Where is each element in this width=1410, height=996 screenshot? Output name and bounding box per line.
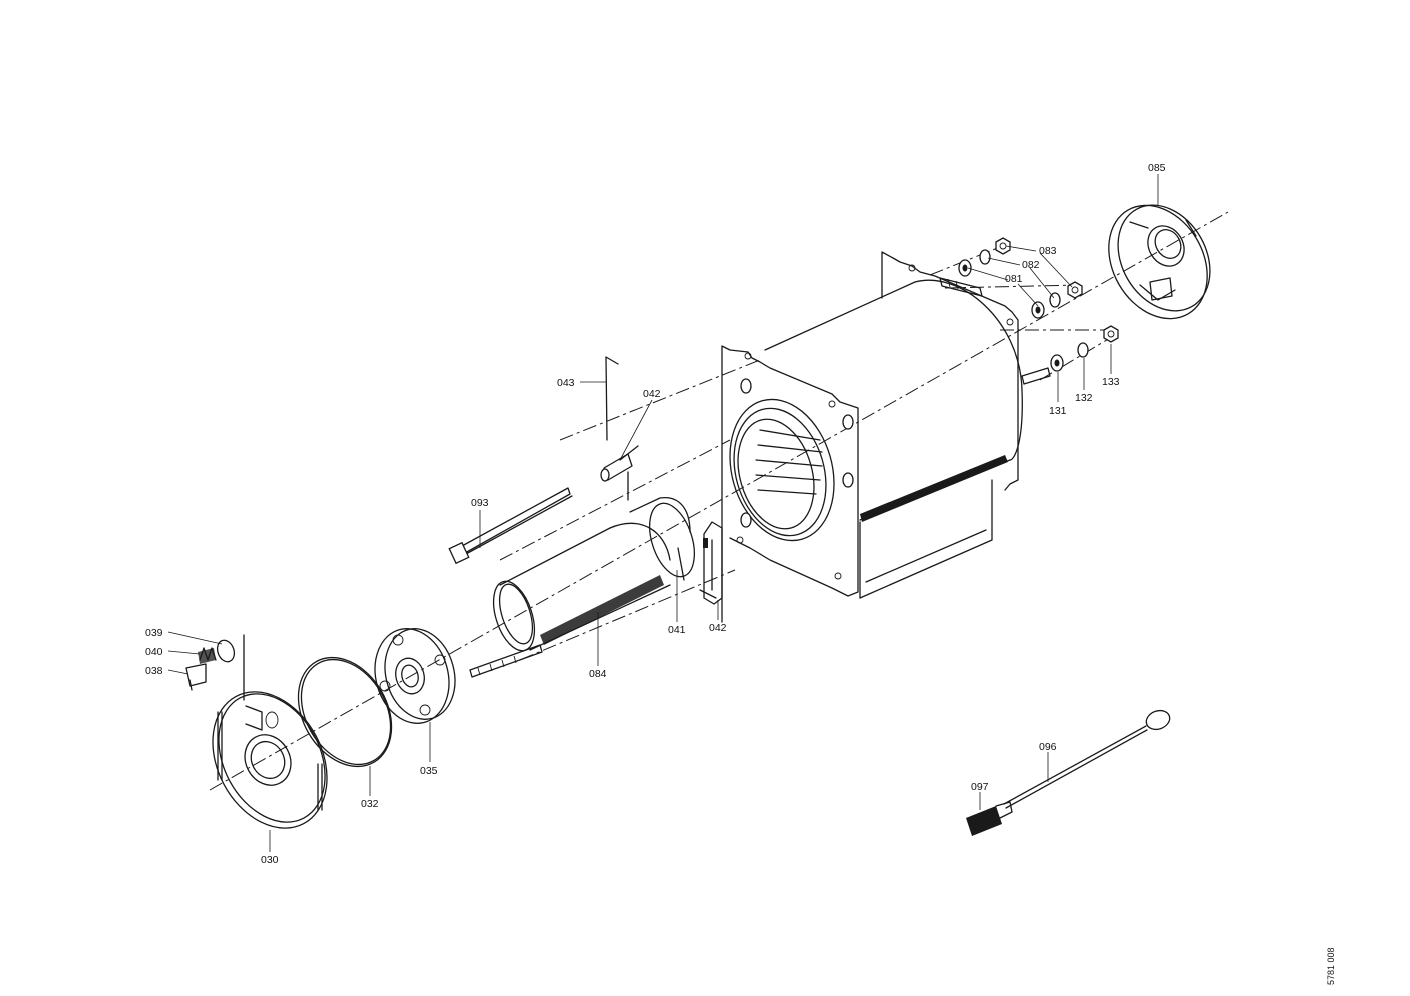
o-ring-part-032	[297, 656, 393, 768]
latch-part-038	[185, 663, 207, 691]
rear-cover-part-085	[1108, 204, 1211, 320]
label-082: 082	[1022, 259, 1040, 271]
label-030: 030	[261, 854, 279, 866]
main-housing	[721, 251, 1023, 623]
front-plate-part-030	[212, 634, 328, 829]
bracket-part-042-lower	[699, 521, 723, 605]
label-097: 097	[971, 781, 989, 793]
nut-part-083-upper	[995, 237, 1011, 255]
flame-tube-part-084	[469, 497, 696, 678]
circlip-part-039	[216, 639, 236, 663]
leader-lines	[167, 174, 1159, 852]
nut-part-133	[1103, 325, 1119, 343]
label-085: 085	[1148, 162, 1166, 174]
part-labels: 085 083 082 081 133 132 131 043 042 093 …	[145, 162, 1166, 866]
label-032: 032	[361, 798, 379, 810]
nut-part-081-upper	[958, 259, 972, 277]
bracket-part-042-upper	[600, 445, 639, 501]
label-133: 133	[1102, 376, 1120, 388]
label-043: 043	[557, 377, 575, 389]
clip-part-041	[677, 547, 685, 581]
label-084: 084	[589, 668, 607, 680]
flange-part-035	[374, 628, 456, 724]
hex-key-part-043	[605, 356, 619, 441]
label-083: 083	[1039, 245, 1057, 257]
nut-part-131	[1050, 354, 1064, 372]
label-035: 035	[420, 765, 438, 777]
washer-part-082-upper	[979, 249, 991, 265]
label-081: 081	[1005, 273, 1023, 285]
electrode-part-093	[448, 487, 573, 565]
label-041: 041	[668, 624, 686, 636]
brush-head-part-097	[966, 801, 1013, 836]
spring-part-040	[198, 647, 217, 664]
label-038: 038	[145, 665, 163, 677]
label-131: 131	[1049, 405, 1067, 417]
center-axes	[209, 211, 1229, 791]
washer-part-132	[1077, 342, 1089, 358]
label-042-upper: 042	[643, 388, 661, 400]
nut-part-081-lower	[1031, 301, 1045, 319]
label-040: 040	[145, 646, 163, 658]
drawing-code: 5781 008	[1326, 947, 1336, 985]
stud-bolt-lower	[1021, 367, 1051, 385]
label-042-lower: 042	[709, 622, 727, 634]
label-132: 132	[1075, 392, 1093, 404]
label-096: 096	[1039, 741, 1057, 753]
label-039: 039	[145, 627, 163, 639]
cleaning-brush-part-096	[1003, 709, 1171, 809]
label-093: 093	[471, 497, 489, 509]
